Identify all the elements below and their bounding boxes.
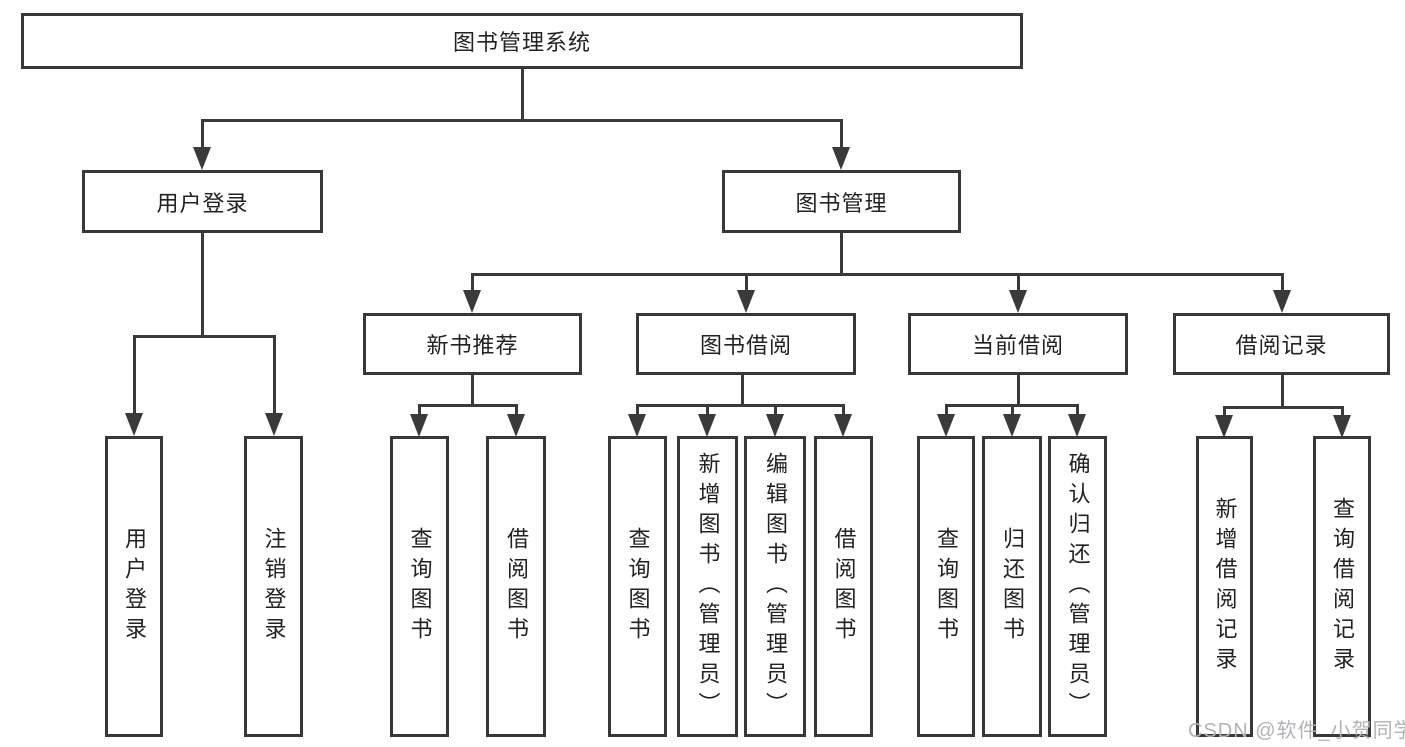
node-current-borrow: 当前借阅 (908, 313, 1128, 375)
arrow-down-icon (737, 290, 755, 313)
node-book-borrow-label: 图书借阅 (699, 333, 792, 358)
connector-line (839, 233, 843, 274)
arrow-down-icon (834, 414, 852, 437)
node-root-label: 图书管理系统 (452, 30, 591, 55)
connector-line (944, 405, 948, 415)
connector-line (200, 118, 843, 122)
leaf-bb-add-book: 新增图书（管理员） (677, 436, 738, 737)
leaf-nbr-query-book-label: 查询图书 (407, 526, 433, 647)
leaf-bb-borrow-book: 借阅图书 (814, 436, 873, 737)
leaf-cb-query-book-label: 查询图书 (934, 526, 959, 647)
node-user-login: 用户登录 (82, 170, 323, 233)
arrow-down-icon (1215, 415, 1233, 438)
leaf-cb-return-book-label: 归还图书 (1000, 526, 1025, 647)
connector-line (1010, 405, 1014, 415)
leaf-bb-edit-book-label: 编辑图书（管理员） (763, 451, 788, 722)
connector-line (470, 272, 1284, 276)
leaf-cb-confirm-return-label: 确认归还（管理员） (1065, 451, 1091, 722)
connector-line (470, 274, 474, 294)
connector-line (200, 233, 204, 336)
leaf-cb-confirm-return: 确认归还（管理员） (1048, 436, 1107, 737)
arrow-down-icon (1068, 414, 1086, 437)
leaf-br-add-record-label: 新增借阅记录 (1212, 496, 1238, 677)
arrow-down-icon (1273, 290, 1291, 313)
connector-line (705, 405, 709, 415)
node-new-book-recommend-label: 新书推荐 (426, 333, 519, 358)
leaf-logout-login-label: 注销登录 (261, 526, 287, 647)
connector-line (470, 375, 474, 405)
arrow-down-icon (766, 414, 784, 437)
node-user-login-label: 用户登录 (156, 190, 249, 216)
connector-line (200, 120, 204, 150)
leaf-nbr-borrow-book-label: 借阅图书 (504, 526, 529, 647)
arrow-down-icon (1003, 414, 1021, 437)
connector-line (272, 336, 276, 416)
leaf-user-login-label: 用户登录 (122, 526, 147, 647)
connector-line (744, 274, 748, 294)
leaf-br-query-record: 查询借阅记录 (1313, 436, 1371, 737)
connector-line (841, 405, 845, 415)
arrow-down-icon (1333, 415, 1351, 438)
connector-line (520, 69, 524, 120)
csdn-watermark: CSDN @软件_小贺同学 (1188, 720, 1405, 742)
node-book-management: 图书管理 (722, 170, 961, 233)
arrow-down-icon (832, 147, 850, 170)
node-new-book-recommend: 新书推荐 (363, 313, 582, 375)
arrow-down-icon (410, 414, 428, 437)
node-borrow-record-label: 借阅记录 (1235, 333, 1328, 358)
arrow-down-icon (937, 414, 955, 437)
connector-line (1280, 274, 1284, 294)
connector-line (132, 334, 276, 338)
connector-line (1075, 405, 1079, 415)
connector-line (1222, 405, 1344, 409)
leaf-br-query-record-label: 查询借阅记录 (1330, 496, 1355, 677)
connector-line (1280, 375, 1284, 407)
arrow-down-icon (628, 414, 646, 437)
node-book-borrow: 图书借阅 (636, 313, 856, 375)
node-current-borrow-label: 当前借阅 (971, 333, 1064, 358)
connector-line (635, 405, 639, 415)
arrow-down-icon (125, 413, 143, 436)
connector-line (417, 403, 518, 407)
leaf-logout-login: 注销登录 (244, 436, 303, 737)
leaf-nbr-borrow-book: 借阅图书 (486, 436, 546, 737)
leaf-bb-edit-book: 编辑图书（管理员） (744, 436, 806, 737)
connector-line (1016, 375, 1020, 405)
arrow-down-icon (1009, 290, 1027, 313)
arrow-down-icon (698, 414, 716, 437)
arrow-down-icon (265, 413, 283, 436)
leaf-bb-query-book-label: 查询图书 (625, 526, 651, 647)
node-borrow-record: 借阅记录 (1173, 313, 1390, 375)
connector-line (1016, 274, 1020, 294)
leaf-cb-query-book: 查询图书 (917, 436, 975, 737)
connector-line (1340, 407, 1344, 417)
leaf-nbr-query-book: 查询图书 (390, 436, 449, 737)
leaf-bb-borrow-book-label: 借阅图书 (831, 526, 857, 647)
connector-line (417, 405, 421, 415)
connector-line (635, 403, 845, 407)
leaf-br-add-record: 新增借阅记录 (1196, 436, 1253, 737)
connector-line (839, 120, 843, 150)
connector-line (740, 375, 744, 405)
node-root: 图书管理系统 (21, 13, 1023, 69)
connector-line (1222, 407, 1226, 417)
node-book-management-label: 图书管理 (795, 190, 888, 216)
arrow-down-icon (507, 414, 525, 437)
leaf-bb-add-book-label: 新增图书（管理员） (695, 451, 721, 722)
leaf-user-login: 用户登录 (105, 436, 163, 737)
leaf-bb-query-book: 查询图书 (608, 436, 667, 737)
leaf-cb-return-book: 归还图书 (982, 436, 1042, 737)
connector-line (514, 405, 518, 415)
connector-line (132, 336, 136, 416)
connector-line (773, 405, 777, 415)
arrow-down-icon (193, 147, 211, 170)
arrow-down-icon (463, 290, 481, 313)
